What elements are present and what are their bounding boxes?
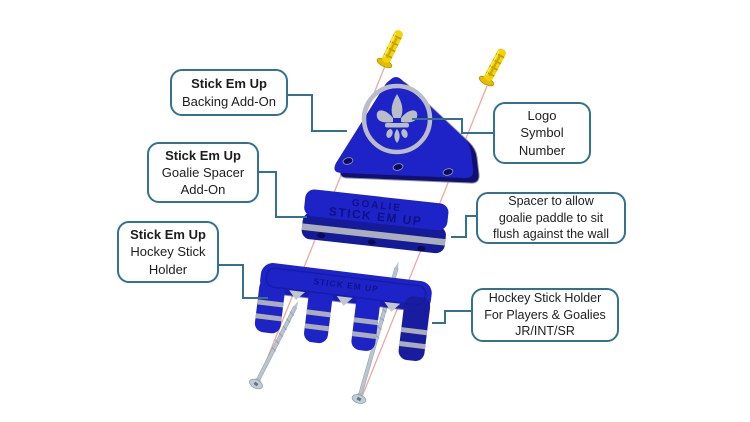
callout-holder-note-line1: Hockey Stick Holder bbox=[488, 291, 602, 306]
holder-top-bar bbox=[260, 263, 432, 312]
callout-logo-line1: Logo bbox=[527, 108, 557, 124]
callout-holder-line2: Hockey Stick bbox=[130, 244, 206, 260]
wall-anchor-left bbox=[376, 30, 403, 69]
callout-backing: Stick Em Up Backing Add-On bbox=[170, 69, 288, 116]
screw-left bbox=[249, 301, 299, 390]
spacer-top-face bbox=[304, 189, 449, 231]
connector-logo bbox=[412, 118, 493, 134]
spacer-silver-band bbox=[301, 223, 446, 246]
connector-goalie-spacer bbox=[258, 171, 307, 218]
stick-holder: STICK EM UP bbox=[254, 263, 432, 361]
callout-spacer-note-line1: Spacer to allow bbox=[508, 194, 594, 209]
callout-holder-note: Hockey Stick Holder For Players & Goalie… bbox=[471, 288, 619, 342]
connector-holder bbox=[218, 264, 268, 299]
fleur-de-lis-icon bbox=[376, 94, 418, 143]
callout-backing-line2: Backing Add-On bbox=[182, 93, 276, 109]
slot-gussets bbox=[289, 290, 401, 312]
callout-logo-line2: Symbol bbox=[520, 125, 564, 141]
callout-connectors bbox=[218, 94, 493, 324]
callout-goalie-spacer-line2: Goalie Spacer bbox=[161, 164, 245, 180]
callout-holder-note-line2: For Players & Goalies bbox=[484, 307, 606, 322]
callout-holder-note-line3: JR/INT/SR bbox=[515, 324, 575, 339]
goalie-spacer-bar: GOALIE STICK EM UP bbox=[301, 189, 449, 254]
spacer-engraving-line1: GOALIE bbox=[351, 198, 402, 214]
backing-plate bbox=[334, 77, 480, 184]
callout-spacer-note: Spacer to allow goalie paddle to sit flu… bbox=[476, 192, 626, 244]
wall-anchor-right bbox=[478, 48, 506, 87]
callout-logo-line3: Number bbox=[518, 142, 566, 158]
prong-silver-bands bbox=[255, 299, 428, 350]
spacer-holes bbox=[317, 232, 426, 252]
callout-holder-line3: Holder bbox=[148, 261, 188, 277]
connector-backing bbox=[287, 94, 347, 132]
callout-holder: Stick Em Up Hockey Stick Holder bbox=[117, 221, 219, 283]
callout-goalie-spacer: Stick Em Up Goalie Spacer Add-On bbox=[147, 142, 259, 203]
callout-backing-title: Stick Em Up bbox=[191, 76, 267, 92]
callout-goalie-spacer-title: Stick Em Up bbox=[165, 147, 241, 163]
callout-spacer-note-line3: flush against the wall bbox=[492, 227, 610, 242]
callout-logo: Logo Symbol Number bbox=[493, 102, 591, 164]
connector-holder-note bbox=[432, 310, 471, 324]
wall-anchors bbox=[376, 30, 506, 87]
callout-spacer-note-line2: goalie paddle to sit bbox=[498, 210, 604, 225]
backing-plate-face bbox=[334, 77, 474, 179]
backing-plate-holes bbox=[342, 157, 454, 176]
callout-goalie-spacer-line3: Add-On bbox=[180, 182, 226, 198]
callout-holder-title: Stick Em Up bbox=[130, 227, 206, 243]
connector-spacer-note bbox=[451, 215, 476, 238]
